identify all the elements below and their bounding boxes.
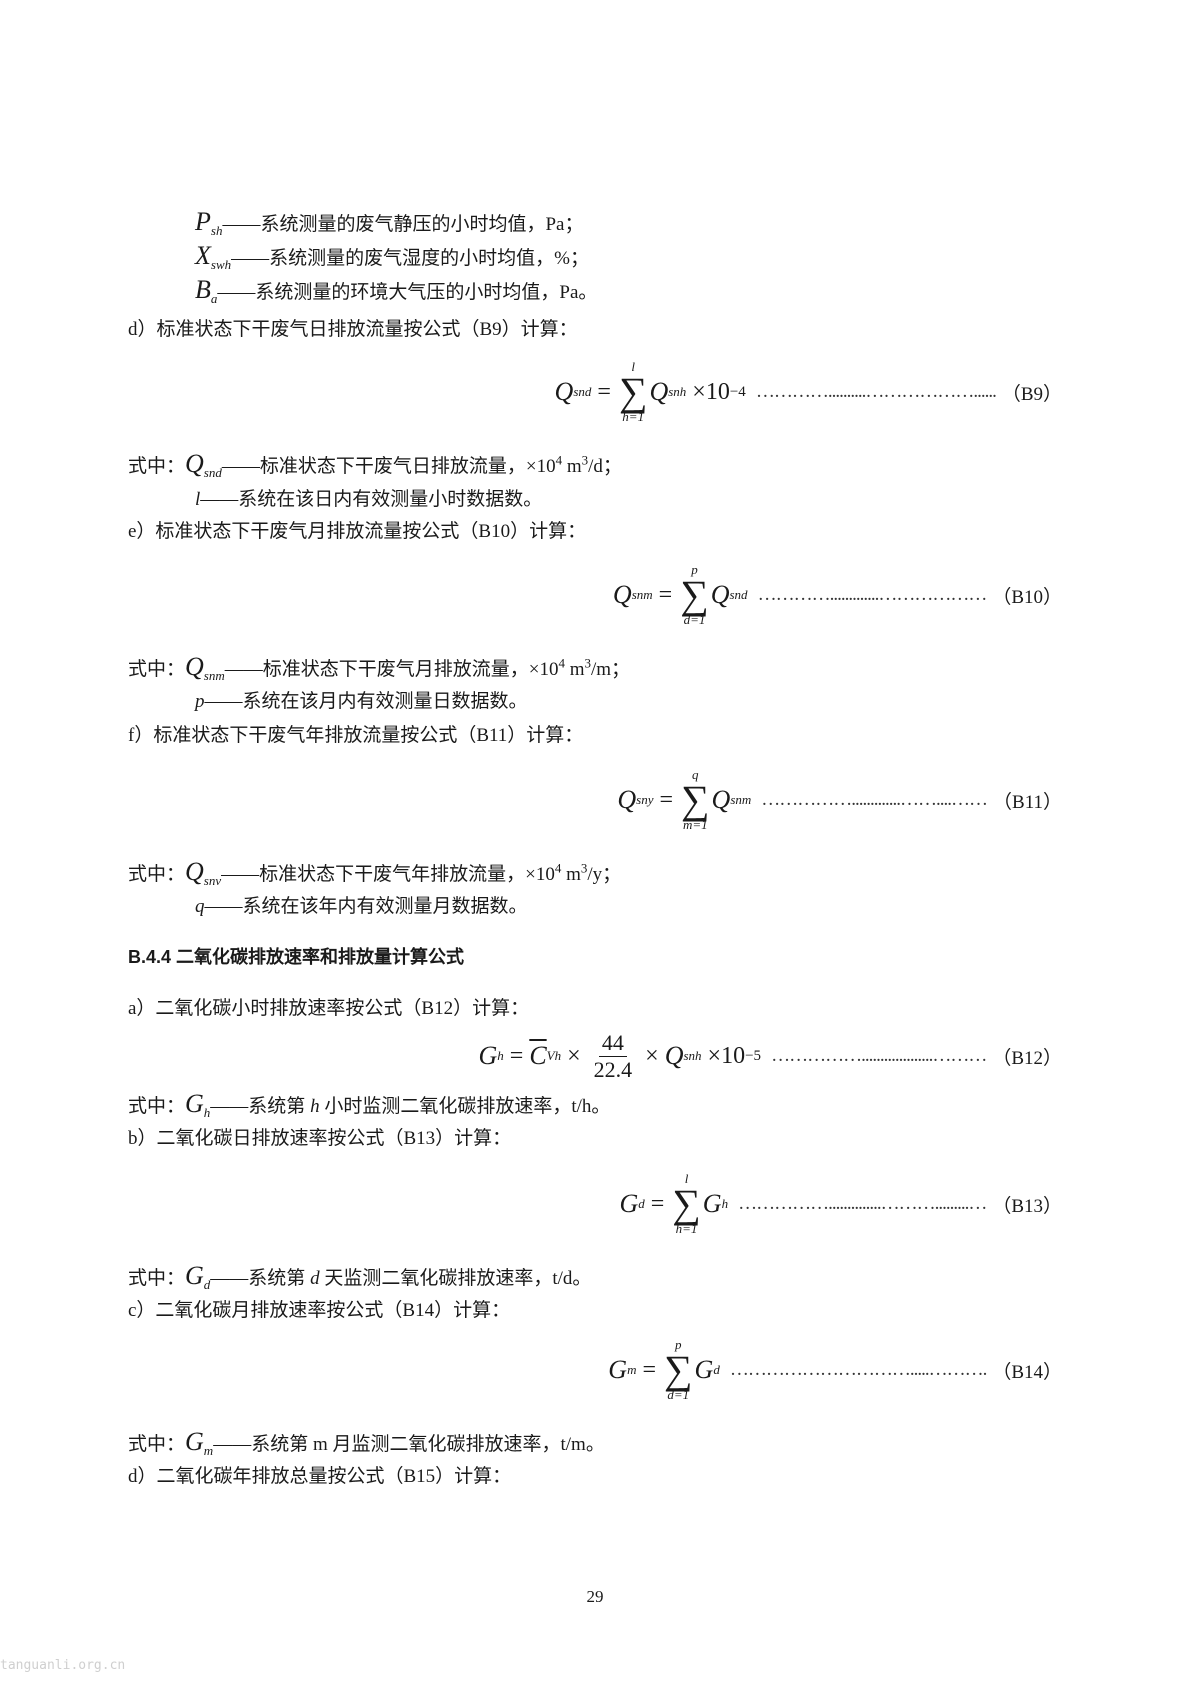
equation-number: （B10） <box>992 586 1062 608</box>
summation: l∑h=1 <box>672 1171 701 1236</box>
note-l: l——系统在该日内有效测量小时数据数。 <box>195 489 543 510</box>
summation: q∑m=1 <box>681 767 710 832</box>
leader-dots: ……………..............……….........… <box>738 1193 987 1214</box>
def-ba: Ba——系统测量的环境大气压的小时均值，Pa。 <box>195 275 598 306</box>
where-b9: 式中：Qsnd——标准状态下干废气日排放流量，×104 m3/d； <box>128 449 622 480</box>
item-d-daily-flow: d）标准状态下干废气日排放流量按公式（B9）计算： <box>128 319 578 340</box>
subscript: swh <box>210 257 232 272</box>
note-q: q——系统在该年内有效测量月数据数。 <box>195 896 528 917</box>
leader-dots: ………………………….....………. <box>729 1359 987 1380</box>
where-b12: 式中：Gh——系统第 h 小时监测二氧化碳排放速率，t/h。 <box>128 1089 611 1120</box>
def-text: ——系统测量的废气湿度的小时均值，%； <box>231 248 589 269</box>
note-p: p——系统在该月内有效测量日数据数。 <box>195 691 528 712</box>
item-b-co2-daily: b）二氧化碳日排放速率按公式（B13）计算： <box>128 1128 512 1149</box>
def-text: ——系统测量的废气静压的小时均值，Pa； <box>222 214 584 235</box>
eq-lhs: Q <box>554 377 574 406</box>
symbol: P <box>195 207 211 236</box>
item-e-monthly-flow: e）标准状态下干废气月排放流量按公式（B10）计算： <box>128 521 587 542</box>
equation-number: （B13） <box>992 1195 1062 1217</box>
where-b13: 式中：Gd——系统第 d 天监测二氧化碳排放速率，t/d。 <box>128 1261 592 1292</box>
summation: l∑h=1 <box>618 359 648 424</box>
leader-dots: ………….............……………… <box>757 584 988 605</box>
symbol: B <box>195 275 211 304</box>
def-psh: Psh——系统测量的废气静压的小时均值，Pa； <box>195 207 584 238</box>
leader-dots: …………..........………………...... <box>755 381 997 402</box>
def-text: ——系统测量的环境大气压的小时均值，Pa。 <box>217 282 598 303</box>
eq-term: Q <box>649 377 669 406</box>
where-b10: 式中：Qsnm——标准状态下干废气月排放流量，×104 m3/m； <box>128 652 631 683</box>
item-f-yearly-flow: f）标准状态下干废气年排放流量按公式（B11）计算： <box>128 725 584 746</box>
subscript: sh <box>210 223 223 238</box>
equation-number: （B12） <box>992 1047 1062 1069</box>
equation-number: （B9） <box>1001 383 1062 405</box>
item-a-co2-hourly: a）二氧化碳小时排放速率按公式（B12）计算： <box>128 998 530 1019</box>
section-heading: B.4.4 二氧化碳排放速率和排放量计算公式 <box>128 947 465 967</box>
item-d-co2-yearly: d）二氧化碳年排放总量按公式（B15）计算： <box>128 1466 512 1487</box>
leader-dots: ……………...................……… <box>771 1045 987 1066</box>
def-xswh: Xswh——系统测量的废气湿度的小时均值，%； <box>195 241 589 272</box>
where-b11: 式中：Qsnv——标准状态下干废气年排放流量，×104 m3/y； <box>128 857 622 888</box>
summation: p∑d=1 <box>664 1337 693 1402</box>
watermark: tanguanli.org.cn <box>0 1658 126 1673</box>
eq-mult: ×10 <box>692 378 730 405</box>
summation: p∑d=1 <box>680 562 709 627</box>
subscript: a <box>210 291 218 306</box>
where-b14: 式中：Gm——系统第 m 月监测二氧化碳排放速率，t/m。 <box>128 1427 605 1458</box>
symbol: X <box>195 241 211 270</box>
equation-number: （B11） <box>993 791 1062 813</box>
leader-dots: …………….............……....…… <box>761 789 988 810</box>
item-c-co2-monthly: c）二氧化碳月排放速率按公式（B14）计算： <box>128 1300 511 1321</box>
page-number: 29 <box>586 1587 604 1606</box>
equation-number: （B14） <box>992 1361 1062 1383</box>
